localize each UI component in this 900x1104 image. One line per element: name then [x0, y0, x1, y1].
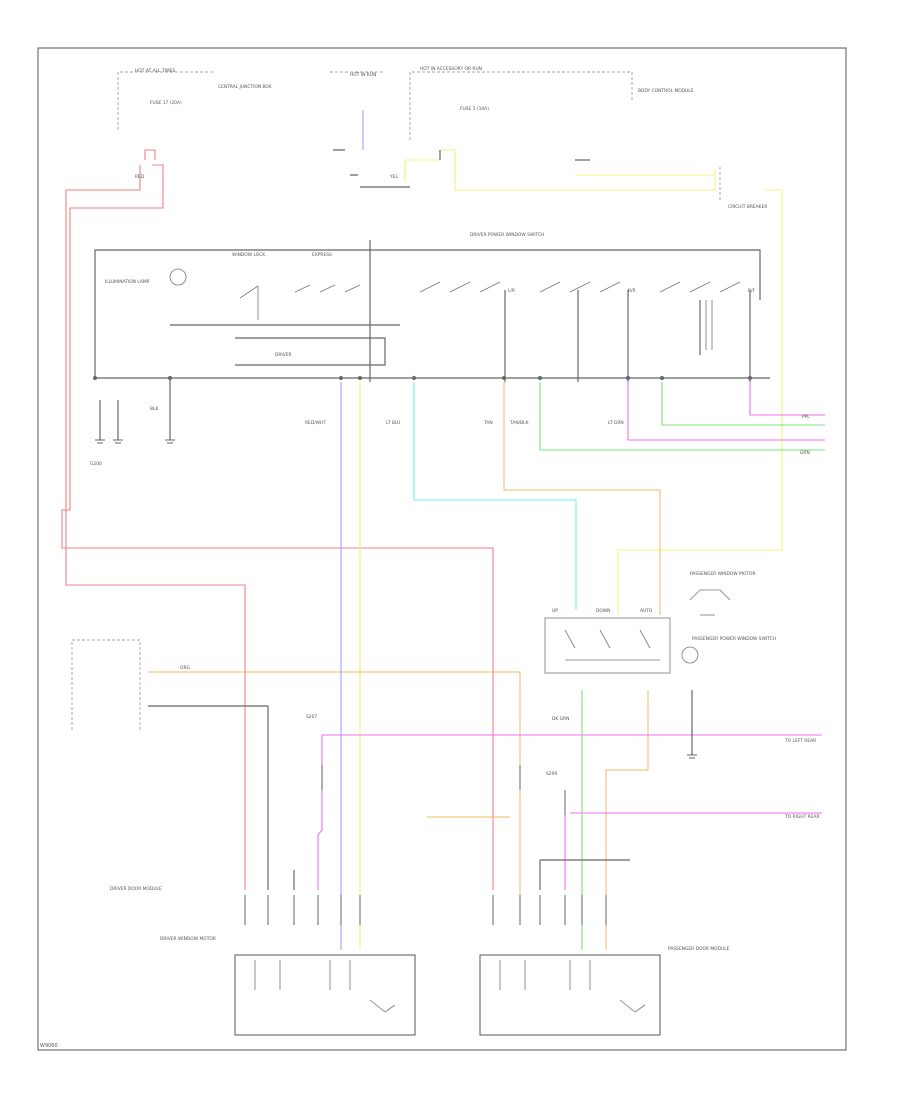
label-hot-accessory: HOT IN ACCESSORY OR RUN — [420, 66, 482, 72]
wire-label-tan: TAN — [483, 420, 493, 426]
bus-pins — [93, 376, 752, 380]
module-internals — [254, 960, 646, 1013]
top-dashed-boxes — [117, 71, 721, 200]
label-ground: G200 — [90, 461, 102, 467]
passenger-switch-box — [544, 617, 671, 674]
label-right-module: BODY CONTROL MODULE — [638, 88, 694, 94]
wire-label-lt-blu: LT BLU — [386, 420, 400, 426]
label-splice-right: S209 — [546, 771, 557, 777]
label-power-window-switch: DRIVER POWER WINDOW SWITCH — [470, 232, 544, 238]
wire-label-lt-grn: LT GRN — [608, 420, 624, 426]
label-to-left: TO LEFT REAR — [784, 738, 816, 744]
ground-symbols — [95, 439, 697, 759]
black-lines — [94, 150, 770, 890]
wire-yellow — [359, 149, 783, 950]
label-rf: R/F — [748, 288, 756, 294]
label-circuit-breaker: CIRCUIT BREAKER — [728, 204, 767, 210]
wire-magenta — [317, 382, 825, 890]
passenger-switch-internals — [564, 589, 731, 664]
label-up: UP — [552, 608, 558, 614]
wire-cyan — [413, 382, 577, 610]
wire-label-dk-grn: DK GRN — [552, 716, 569, 722]
label-express: EXPRESS — [312, 252, 332, 258]
label-auto: AUTO — [640, 608, 653, 614]
wire-label-red: RED — [135, 174, 145, 180]
label-driver: DRIVER — [275, 352, 292, 358]
top-connectors — [333, 149, 590, 188]
wire-label-ppl: PPL — [802, 414, 810, 420]
wire-label-blk: BLK — [150, 406, 158, 412]
wire-label-yel: YEL — [389, 174, 398, 180]
wire-orange — [148, 382, 661, 950]
label-splice-left: S207 — [306, 714, 317, 720]
wire-label-tan-blk: TAN/BLK — [509, 420, 529, 426]
label-fuse-mid: FUSE 5 (10A) — [460, 106, 489, 112]
label-illumination: ILLUMINATION LAMP — [105, 279, 150, 285]
wire-label-org: ORG — [180, 665, 191, 671]
wire-label-red-wht: RED/WHT — [305, 420, 326, 426]
passenger-door-module-box — [479, 954, 661, 1036]
diagram-code: W9060 — [40, 1043, 58, 1049]
label-down: DOWN — [596, 608, 610, 614]
switch-symbols — [169, 268, 741, 350]
wire-label-grn: GRN — [800, 450, 810, 456]
label-passenger-door-module: PASSENGER DOOR MODULE — [668, 946, 730, 952]
label-rr: R/R — [628, 288, 636, 294]
left-door-box — [71, 639, 141, 730]
connector-ladders — [244, 765, 607, 925]
diagram-frame — [37, 47, 847, 1051]
label-fuse-top: FUSE 17 (20A) — [150, 100, 182, 106]
label-junction-block: CENTRAL JUNCTION BOX — [218, 84, 272, 90]
driver-door-module-box — [234, 954, 416, 1036]
label-hot-at-all-times: HOT AT ALL TIMES — [135, 68, 175, 74]
label-passenger-motor: PASSENGER WINDOW MOTOR — [690, 571, 756, 577]
label-driver-door-module: DRIVER DOOR MODULE — [110, 886, 162, 892]
label-hot-in-run: HOT IN RUN — [350, 72, 376, 78]
wire-red — [61, 149, 494, 890]
label-to-right: TO RIGHT REAR — [784, 814, 820, 820]
label-window-lock: WINDOW LOCK — [232, 252, 265, 258]
label-lr: L/R — [508, 288, 515, 294]
label-driver-motor: DRIVER WINDOW MOTOR — [160, 936, 216, 942]
wire-blue — [340, 110, 364, 950]
label-passenger-switch: PASSENGER POWER WINDOW SWITCH — [692, 636, 776, 642]
